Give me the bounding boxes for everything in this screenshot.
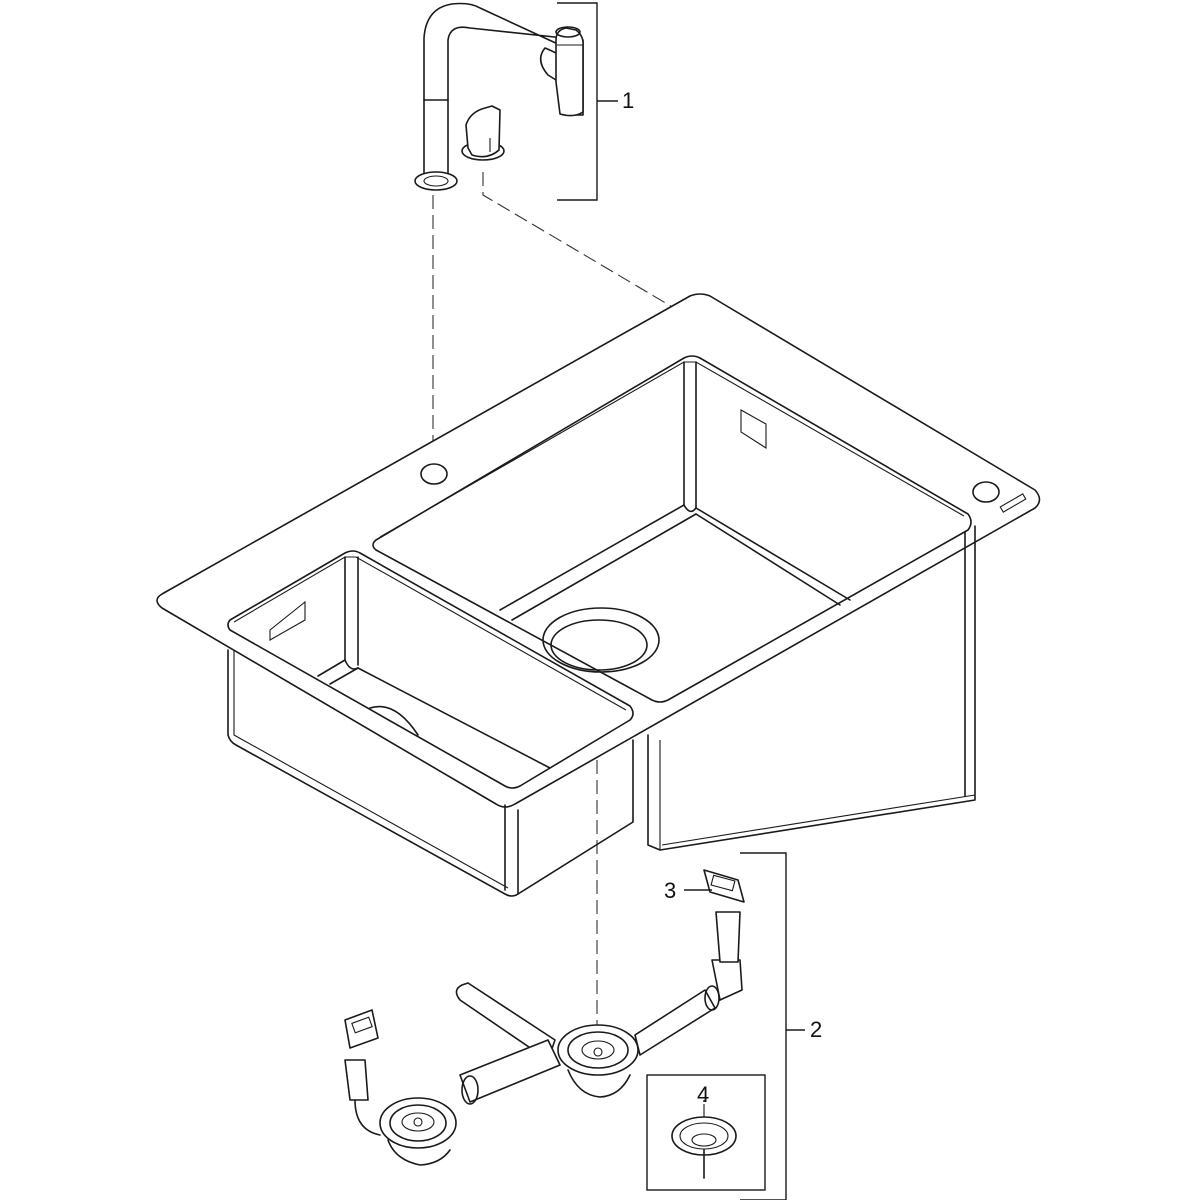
tap-hole-left [420, 463, 448, 485]
strainer-plug-inset [646, 1074, 766, 1191]
small-bowl [227, 550, 634, 897]
callout-brackets [557, 2, 805, 1200]
callout-4-strainer-plug: 4 [697, 1082, 710, 1107]
overflow-cover-right [703, 869, 745, 903]
callout-1-faucet: 1 [622, 88, 635, 113]
waste-set [344, 869, 745, 1166]
callout-2-waste-set: 2 [810, 1017, 823, 1042]
faucet [414, 2, 584, 191]
sink-deck [156, 293, 1041, 808]
callout-3-overflow-cover: 3 [664, 878, 677, 903]
overflow-cover-left [344, 1009, 379, 1049]
brand-badge [999, 493, 1027, 513]
main-bowl [372, 355, 976, 851]
tap-hole-right [972, 481, 1000, 503]
